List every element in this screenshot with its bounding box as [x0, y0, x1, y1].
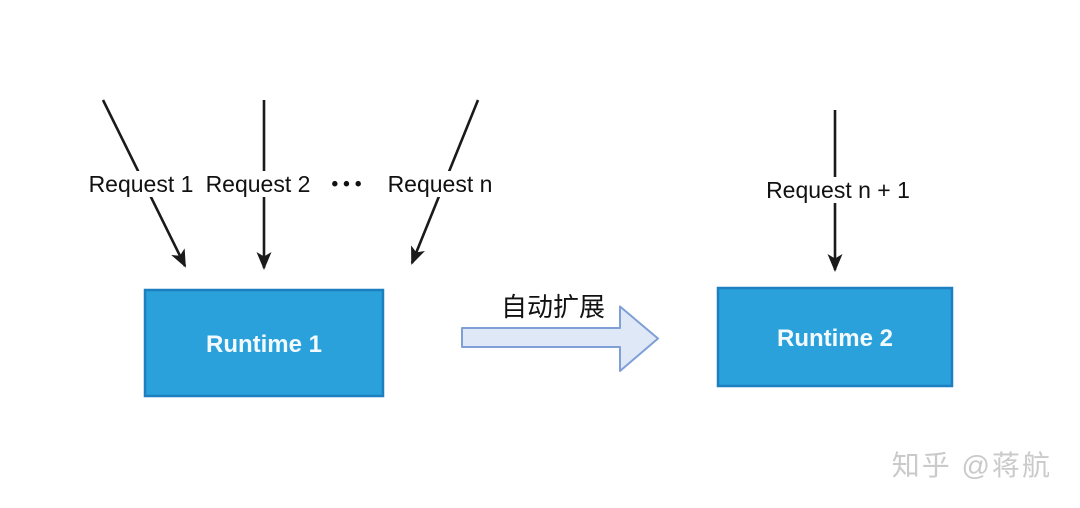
request-n-label-bg	[385, 171, 495, 197]
runtime-2-label: Runtime 2	[777, 325, 893, 352]
requests-ellipsis: •••	[332, 174, 367, 195]
watermark-text: 知乎 @蒋航	[892, 450, 1052, 481]
auto-scale-label: 自动扩展	[501, 292, 605, 322]
request-1-label: Request 1	[89, 171, 194, 197]
request-n-plus-1-label: Request n + 1	[766, 177, 910, 203]
auto-scale-transition: 自动扩展	[461, 292, 659, 372]
request-labels: Request 1 Request 2 ••• Request n Reques…	[85, 171, 918, 203]
request-1-label-bg	[85, 171, 197, 197]
request-n-plus-1-label-bg	[758, 177, 918, 203]
request-n-label: Request n	[388, 171, 493, 197]
runtime-1-node: Runtime 1	[143, 288, 385, 398]
runtime-1-label: Runtime 1	[206, 331, 322, 358]
runtime-2-node: Runtime 2	[716, 286, 954, 388]
runtime-1-box	[143, 288, 385, 398]
request-2-label-bg	[203, 171, 313, 197]
auto-scale-arrow-icon	[461, 305, 659, 372]
runtime-2-box	[716, 286, 954, 388]
request-2-label: Request 2	[206, 171, 311, 197]
